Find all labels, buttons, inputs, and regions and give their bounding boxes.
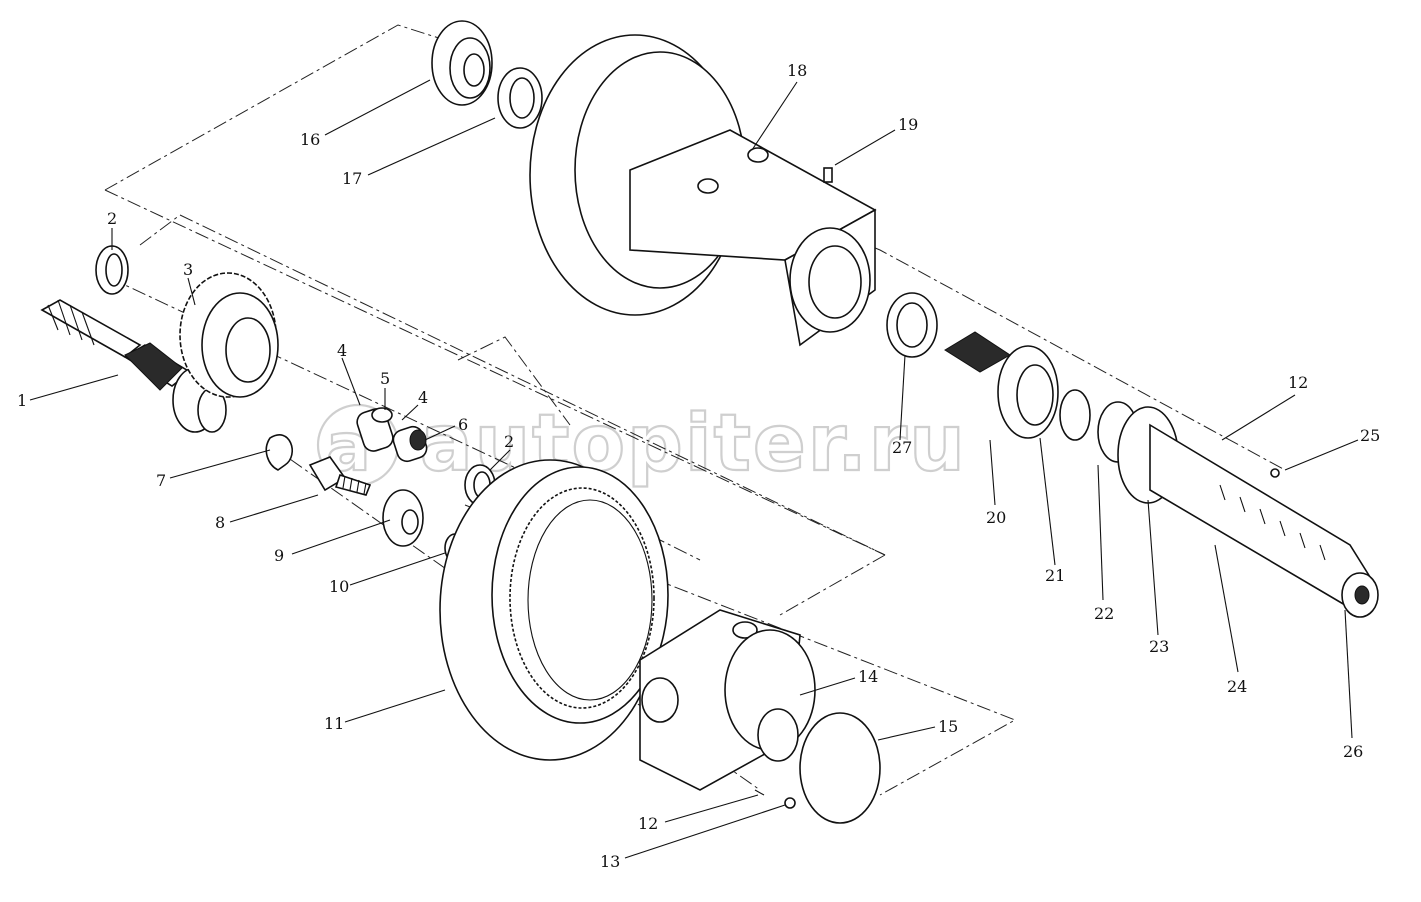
label-21: 21 [1045, 566, 1065, 585]
label-26: 26 [1343, 742, 1363, 761]
part-20-26-output-shaft [944, 331, 1379, 618]
part-27-seal [886, 292, 938, 358]
part-2-circlip [95, 245, 129, 295]
label-20: 20 [986, 508, 1006, 527]
label-4b: 4 [418, 388, 428, 407]
part-8-bolt [308, 456, 372, 496]
part-4-5-6-pin-assembly [356, 407, 428, 463]
label-4a: 4 [337, 341, 347, 360]
label-9: 9 [274, 546, 284, 565]
part-12-13-small-fasteners [754, 789, 796, 809]
part-9-washer [382, 489, 424, 547]
part-11-ring-gear [439, 459, 669, 761]
label-2b: 2 [504, 432, 514, 451]
part-19-grease-fitting [823, 167, 833, 183]
label-7: 7 [156, 471, 166, 490]
part-17-seal [497, 67, 543, 129]
label-3: 3 [183, 260, 193, 279]
label-16: 16 [300, 130, 320, 149]
label-14: 14 [858, 667, 878, 686]
label-10: 10 [329, 577, 349, 596]
part-14-planet-carrier [639, 609, 816, 791]
callout-labels: 1 2 2 3 4 4 5 6 7 8 9 10 11 12 12 13 14 … [17, 61, 1380, 871]
label-12b: 12 [638, 814, 658, 833]
label-22: 22 [1094, 604, 1114, 623]
label-15: 15 [938, 717, 958, 736]
label-5: 5 [380, 369, 390, 388]
label-18: 18 [787, 61, 807, 80]
label-2a: 2 [107, 209, 117, 228]
label-27: 27 [892, 438, 912, 457]
part-16-bearing [431, 20, 493, 106]
label-11: 11 [324, 714, 344, 733]
part-15-snap-ring [799, 712, 881, 824]
label-12a: 12 [1288, 373, 1308, 392]
label-19: 19 [898, 115, 918, 134]
part-18-housing [529, 34, 877, 347]
label-13: 13 [600, 852, 620, 871]
label-23: 23 [1149, 637, 1169, 656]
part-3-gear [179, 272, 279, 398]
part-7-lock-plate [265, 434, 294, 471]
label-17: 17 [342, 169, 362, 188]
label-6: 6 [458, 415, 468, 434]
label-24: 24 [1227, 677, 1247, 696]
label-25: 25 [1360, 426, 1380, 445]
label-1: 1 [17, 391, 27, 410]
label-8: 8 [215, 513, 225, 532]
leader-lines [29, 79, 1359, 859]
